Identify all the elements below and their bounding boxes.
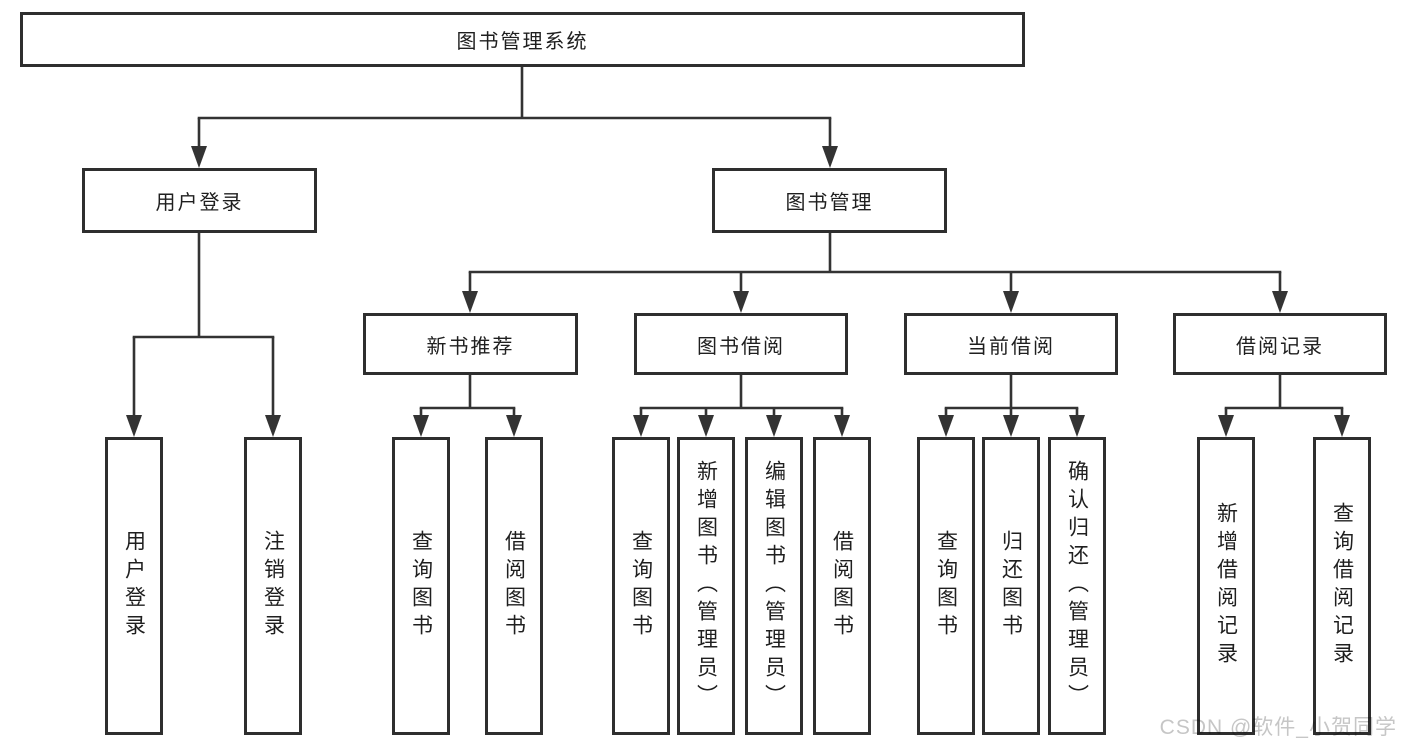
leaf-query-books-current-label: 查询图书 bbox=[934, 530, 958, 642]
leaf-confirm-return-admin-label: 确认归还（管理员） bbox=[1065, 460, 1089, 712]
node-current-borrow: 当前借阅 bbox=[904, 313, 1118, 375]
leaf-query-borrow-record-label: 查询借阅记录 bbox=[1330, 502, 1354, 670]
leaf-borrow-books: 借阅图书 bbox=[813, 437, 871, 735]
leaf-borrow-books-recommend: 借阅图书 bbox=[485, 437, 543, 735]
leaf-query-books-borrow-label: 查询图书 bbox=[629, 530, 653, 642]
leaf-query-borrow-record: 查询借阅记录 bbox=[1313, 437, 1371, 735]
node-root-label: 图书管理系统 bbox=[456, 31, 589, 53]
leaf-edit-book-admin: 编辑图书（管理员） bbox=[745, 437, 803, 735]
leaf-return-book-label: 归还图书 bbox=[999, 530, 1023, 642]
node-user-login-label: 用户登录 bbox=[155, 192, 244, 214]
leaf-logout: 注销登录 bbox=[244, 437, 302, 735]
node-book-borrow-label: 图书借阅 bbox=[697, 335, 785, 358]
node-book-management: 图书管理 bbox=[712, 168, 947, 233]
leaf-user-login: 用户登录 bbox=[105, 437, 163, 735]
node-book-borrow: 图书借阅 bbox=[634, 313, 848, 375]
node-book-management-label: 图书管理 bbox=[785, 192, 874, 214]
leaf-add-borrow-record-label: 新增借阅记录 bbox=[1214, 502, 1238, 670]
node-user-login: 用户登录 bbox=[82, 168, 317, 233]
leaf-edit-book-admin-label: 编辑图书（管理员） bbox=[762, 460, 786, 712]
node-current-borrow-label: 当前借阅 bbox=[967, 335, 1055, 358]
leaf-add-borrow-record: 新增借阅记录 bbox=[1197, 437, 1255, 735]
leaf-user-login-label: 用户登录 bbox=[122, 530, 146, 642]
leaf-borrow-books-label: 借阅图书 bbox=[830, 530, 854, 642]
leaf-add-book-admin-label: 新增图书（管理员） bbox=[694, 460, 718, 712]
leaf-query-books-recommend-label: 查询图书 bbox=[409, 530, 433, 642]
node-borrow-records: 借阅记录 bbox=[1173, 313, 1387, 375]
leaf-query-books-current: 查询图书 bbox=[917, 437, 975, 735]
leaf-query-books-recommend: 查询图书 bbox=[392, 437, 450, 735]
leaf-return-book: 归还图书 bbox=[982, 437, 1040, 735]
leaf-confirm-return-admin: 确认归还（管理员） bbox=[1048, 437, 1106, 735]
node-borrow-records-label: 借阅记录 bbox=[1236, 335, 1324, 358]
node-new-book-recommend-label: 新书推荐 bbox=[426, 335, 515, 358]
leaf-query-books-borrow: 查询图书 bbox=[612, 437, 670, 735]
leaf-add-book-admin: 新增图书（管理员） bbox=[677, 437, 735, 735]
node-new-book-recommend: 新书推荐 bbox=[363, 313, 578, 375]
leaf-logout-label: 注销登录 bbox=[261, 530, 285, 642]
node-root: 图书管理系统 bbox=[20, 12, 1025, 67]
watermark-text: CSDN @软件_小贺同学 bbox=[1159, 716, 1397, 739]
leaf-borrow-books-recommend-label: 借阅图书 bbox=[502, 530, 526, 642]
